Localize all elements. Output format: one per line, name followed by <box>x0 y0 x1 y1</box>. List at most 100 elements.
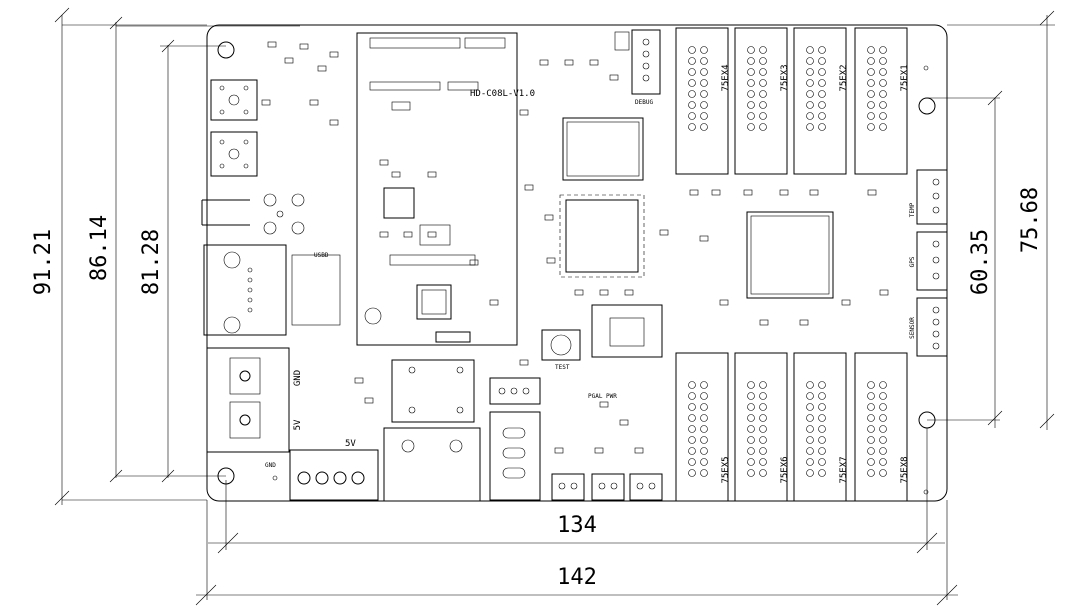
pin <box>879 403 887 411</box>
pin <box>879 57 887 65</box>
smd-pad <box>624 289 634 296</box>
smd-pad <box>427 231 437 238</box>
pin <box>867 57 875 65</box>
pin <box>700 425 708 433</box>
pin <box>700 123 708 131</box>
hub-port-75ex5: 75EX5 <box>721 456 731 483</box>
smd-pad <box>759 319 769 326</box>
pin <box>700 469 708 477</box>
pin <box>688 425 696 433</box>
pin <box>818 381 826 389</box>
pin <box>806 436 814 444</box>
pin <box>688 447 696 455</box>
pin <box>759 392 767 400</box>
pin <box>867 79 875 87</box>
smd-pad <box>599 401 609 408</box>
pin <box>747 68 755 76</box>
pin <box>879 90 887 98</box>
pin <box>700 57 708 65</box>
smd-pad <box>299 43 309 50</box>
smd-pad <box>841 299 851 306</box>
smd-pad <box>329 51 339 58</box>
pin <box>806 392 814 400</box>
pin <box>867 112 875 120</box>
five-v-left-label: 5V <box>293 419 303 430</box>
pin <box>806 403 814 411</box>
pin <box>879 458 887 466</box>
hub-port-75ex2: 75EX2 <box>839 64 849 91</box>
pin <box>700 436 708 444</box>
pin <box>747 381 755 389</box>
pin <box>759 381 767 389</box>
smd-pad <box>317 65 327 72</box>
dim-142: 142 <box>557 565 597 590</box>
pin <box>688 68 696 76</box>
smd-pad <box>524 184 534 191</box>
smd-pad <box>539 59 549 66</box>
pin <box>700 414 708 422</box>
smd-pad <box>594 447 604 454</box>
smd-pad <box>354 377 364 384</box>
smd-pad <box>609 74 619 81</box>
pin <box>700 403 708 411</box>
pin <box>688 392 696 400</box>
smd-components <box>261 41 889 454</box>
hub-port-75ex3: 75EX3 <box>780 64 790 91</box>
pin <box>688 112 696 120</box>
hub-port-pin-grids <box>688 46 887 477</box>
pin <box>818 123 826 131</box>
pin <box>747 403 755 411</box>
pin <box>688 436 696 444</box>
pin <box>700 101 708 109</box>
smd-pad <box>379 231 389 238</box>
pin <box>747 112 755 120</box>
smd-pad <box>403 231 413 238</box>
smd-pad <box>544 214 554 221</box>
pin <box>700 79 708 87</box>
pin <box>818 403 826 411</box>
pin <box>806 458 814 466</box>
pin <box>700 447 708 455</box>
smd-pad <box>711 189 721 196</box>
smd-pad <box>799 319 809 326</box>
board-outline <box>206 24 948 502</box>
pin <box>806 425 814 433</box>
pin <box>700 90 708 98</box>
pin <box>867 90 875 98</box>
hub-port-75ex6: 75EX6 <box>780 456 790 483</box>
dim-86-14: 86.14 <box>87 215 112 281</box>
smd-pad <box>779 189 789 196</box>
pin <box>818 425 826 433</box>
dim-134: 134 <box>557 513 597 538</box>
pin <box>818 112 826 120</box>
pin <box>867 458 875 466</box>
smd-pad <box>261 99 271 106</box>
pin <box>818 392 826 400</box>
pin <box>806 469 814 477</box>
smd-pad <box>364 397 374 404</box>
pin <box>759 469 767 477</box>
smd-pad <box>519 109 529 116</box>
usb-label: USBD <box>314 252 329 259</box>
smd-pad <box>284 57 294 64</box>
pin <box>759 101 767 109</box>
pin <box>879 381 887 389</box>
smd-pad <box>309 99 319 106</box>
smd-pad <box>743 189 753 196</box>
bga-chips <box>541 117 834 361</box>
pin <box>818 458 826 466</box>
pin <box>867 123 875 131</box>
smd-pad <box>519 359 529 366</box>
pin <box>759 79 767 87</box>
pin <box>700 46 708 54</box>
smd-pad <box>867 189 877 196</box>
pin <box>806 46 814 54</box>
pin <box>879 46 887 54</box>
smd-pad <box>391 171 401 178</box>
pin <box>700 381 708 389</box>
dim-60-35: 60.35 <box>968 229 993 295</box>
pin <box>747 123 755 131</box>
pin <box>879 101 887 109</box>
pin <box>879 68 887 76</box>
pin <box>688 123 696 131</box>
